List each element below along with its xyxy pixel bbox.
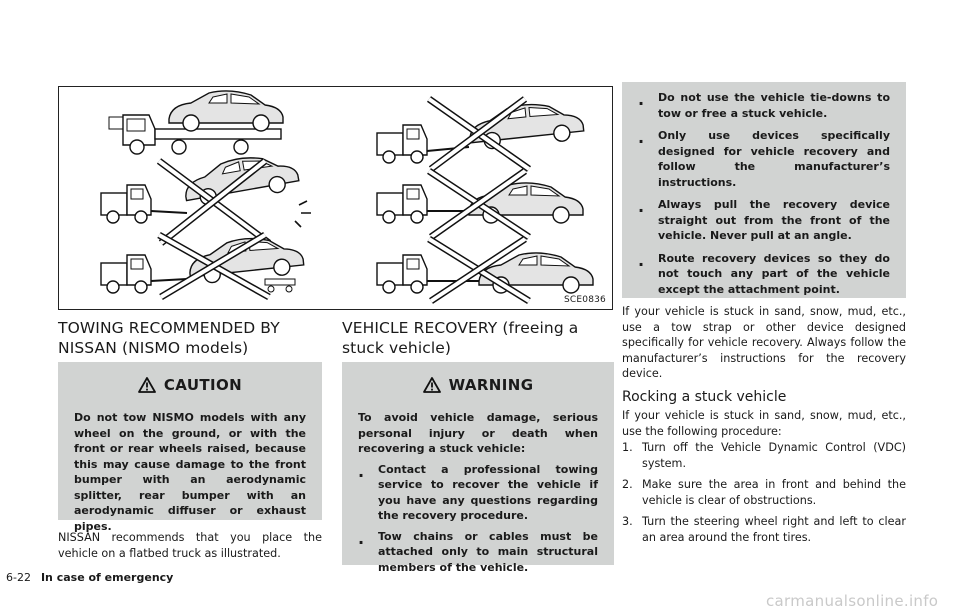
warning-box: WARNING To avoid vehicle damage, serious…: [342, 362, 614, 574]
towing-diagram: [100, 90, 594, 304]
list-item: . Only use devices specifically designed…: [638, 128, 890, 190]
step-number: 1.: [622, 441, 633, 454]
list-item: . Tow chains or cables must be attached …: [358, 529, 598, 576]
warning-bullet-list: . Contact a professional towing service …: [358, 462, 598, 576]
step-text: Turn the steering wheel right and left t…: [642, 515, 906, 544]
warning-title: WARNING: [448, 376, 534, 394]
rocking-subheading: Rocking a stuck vehicle: [622, 389, 787, 405]
tow-front-raised-drawing: [100, 148, 311, 246]
section-name: In case of emergency: [40, 571, 174, 584]
towing-illustration: SCE0836: [58, 86, 613, 310]
watermark: carmanualsonline.info: [766, 592, 939, 610]
bullet-text: Route recovery devices so they do not to…: [658, 251, 890, 296]
list-item: . Always pull the recovery device straig…: [638, 197, 890, 244]
list-item: . Contact a professional towing service …: [358, 462, 598, 524]
tow-dolly-drawing: [100, 231, 306, 301]
bullet-dot: .: [638, 128, 645, 147]
bullet-text: Only use devices specifically designed f…: [658, 129, 890, 189]
tow-rope-drawing: [376, 236, 594, 304]
warning-triangle-icon: [137, 377, 156, 393]
list-item: . Route recovery devices so they do not …: [638, 251, 890, 298]
list-item: 2. Make sure the area in front and behin…: [622, 477, 906, 508]
bullet-text: Tow chains or cables must be attached on…: [378, 529, 598, 574]
bullet-dot: .: [358, 461, 365, 481]
towing-heading: TOWING RECOMMENDED BY NISSAN (NISMO mode…: [58, 319, 280, 357]
tow-rear-raised-drawing: [376, 96, 586, 172]
flatbed-truck-drawing: [108, 90, 284, 155]
caution-text: Do not tow NISMO models with any wheel o…: [74, 411, 306, 533]
page-number: 6-22: [6, 571, 31, 584]
warning-intro: To avoid vehicle damage, serious persona…: [358, 411, 598, 455]
bullet-dot: .: [638, 197, 645, 216]
bullet-text: Do not use the vehicle tie-downs to tow …: [658, 91, 890, 120]
list-item: . Do not use the vehicle tie-downs to to…: [638, 90, 890, 121]
warning-header: WARNING: [342, 376, 614, 394]
bullet-text: Always pull the recovery device straight…: [658, 198, 890, 242]
recovery-warning-continued-box: . Do not use the vehicle tie-downs to to…: [622, 82, 906, 298]
flatbed-recommendation-text: NISSAN recommends that you place the veh…: [58, 531, 322, 560]
tow-flat-towed-drawing: [376, 168, 584, 240]
step-number: 3.: [622, 515, 633, 528]
bullet-dot: .: [358, 528, 365, 548]
caution-title: CAUTION: [163, 376, 243, 394]
bullet-text: Contact a professional towing service to…: [378, 462, 598, 523]
page-footer: 6-22 In case of emergency: [6, 571, 173, 584]
step-number: 2.: [622, 478, 633, 491]
bullet-dot: .: [638, 250, 645, 270]
stuck-vehicle-paragraph: If your vehicle is stuck in sand, snow, …: [622, 305, 906, 380]
figure-code: SCE0836: [564, 295, 606, 305]
rocking-intro-text: If your vehicle is stuck in sand, snow, …: [622, 409, 906, 438]
recovery-heading: VEHICLE RECOVERY (freeing a stuck vehicl…: [342, 319, 579, 357]
rocking-steps-list: 1. Turn off the Vehicle Dynamic Control …: [622, 440, 906, 545]
caution-header: CAUTION: [58, 376, 322, 394]
list-item: 1. Turn off the Vehicle Dynamic Control …: [622, 440, 906, 471]
caution-box: CAUTION Do not tow NISMO models with any…: [58, 362, 322, 533]
step-text: Turn off the Vehicle Dynamic Control (VD…: [642, 441, 906, 470]
bullet-dot: .: [638, 90, 645, 109]
step-text: Make sure the area in front and behind t…: [642, 478, 906, 507]
warning-triangle-icon: [422, 377, 441, 393]
list-item: 3. Turn the steering wheel right and lef…: [622, 514, 906, 545]
